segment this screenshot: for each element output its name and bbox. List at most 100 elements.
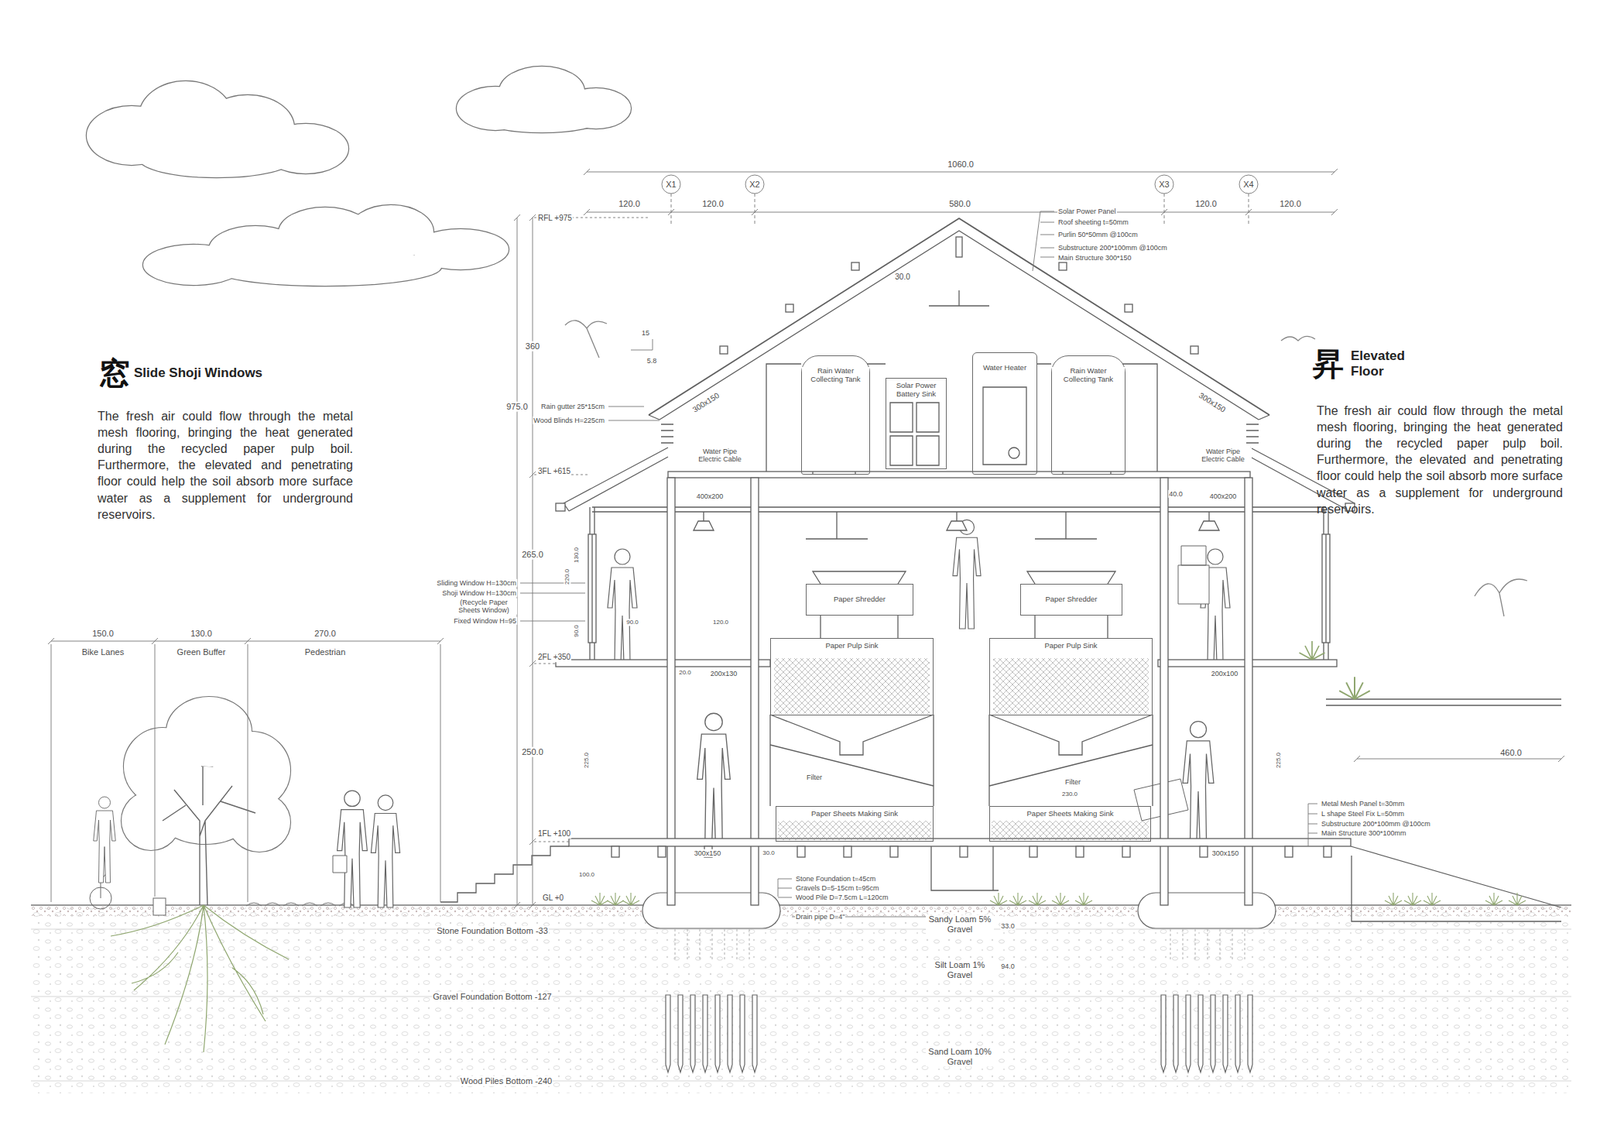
equipment-label: Solar Power Battery Sink [886, 381, 946, 399]
tree [110, 696, 291, 1052]
annotation-label: Sand Loam 10% Gravel [925, 1046, 994, 1066]
dimension-label: 300x150 [690, 390, 722, 415]
equipment-box: Paper Sheets Making Sink [989, 805, 1152, 842]
dimension-label: Main Structure 300*100mm [1320, 829, 1408, 837]
dimension-label: Wood Piles Bottom -240 [459, 1075, 553, 1087]
annotation-label: Water Pipe Electric Cable [691, 447, 749, 464]
dimension-label: GL +0 [541, 893, 565, 903]
dimension-label: 100.0 [578, 870, 596, 878]
dimension-label: 250.0 [520, 746, 545, 758]
dimension-label: Fixed Window H=95 [452, 616, 518, 625]
dimension-label: L shape Steel Fix L=50mm [1320, 809, 1405, 818]
dimension-label: 90.0 [625, 618, 640, 626]
equipment-box: Paper Sheets Making Sink [775, 805, 934, 842]
dimension-label: 5.8 [646, 356, 658, 365]
equipment-label: Paper Sheets Making Sink [809, 809, 900, 819]
dimension-label: Sliding Window H=130cm [435, 579, 518, 587]
dimension-lines [47, 168, 1565, 917]
people [89, 519, 1230, 909]
dimension-label: 90.0 [572, 623, 580, 638]
dimension-label: 200x100 [1210, 669, 1240, 678]
dimension-label: Substructure 200*100mm @100cm [1057, 243, 1169, 252]
dimension-label: 2FL +350 [537, 652, 572, 662]
dimension-label: X4 [1242, 179, 1254, 190]
kanji-mark: 窓 [98, 357, 131, 389]
dimension-label: Filter [805, 773, 823, 782]
dimension-label: Metal Mesh Panel t=30mm [1320, 799, 1405, 808]
plants [591, 640, 1526, 905]
equipment-box: Paper Shredder [1020, 583, 1123, 616]
dimension-label: 270.0 [313, 628, 337, 639]
dimension-label: Bike Lanes [81, 647, 125, 658]
annotation-label: Water Pipe Electric Cable [1194, 447, 1252, 464]
dimension-label: 130.0 [572, 546, 580, 564]
equipment-box: Rain Water Collecting Tank [801, 355, 871, 475]
dimension-label: 300x150 [693, 849, 723, 857]
dimension-label: 30.0 [894, 272, 911, 282]
equipment-label: Paper Shredder [832, 595, 888, 604]
dimension-label: 300x150 [1211, 849, 1241, 857]
section-heading: Slide Shoji Windows [133, 365, 264, 381]
dimension-label: 120.0 [712, 618, 730, 626]
dimension-label: 225.0 [582, 751, 590, 769]
equipment-label: Rain Water Collecting Tank [801, 366, 870, 384]
dimension-label: 120.0 [1278, 198, 1302, 209]
dimension-label: 130.0 [189, 628, 213, 639]
section-heading: Elevated Floor [1349, 348, 1417, 379]
equipment-box: Paper Pulp Sink [770, 637, 934, 716]
ground [30, 897, 1572, 1093]
dimension-label: Wood Blinds H=225cm [532, 416, 606, 425]
description-text: The fresh air could flow through the met… [1315, 402, 1564, 518]
foundations [642, 892, 1276, 1073]
equipment-box: Rain Water Collecting Tank [1051, 355, 1126, 475]
dimension-label: Stone Foundation t=45cm [794, 874, 877, 883]
dimension-label: 265.0 [520, 549, 545, 560]
dimension-label: RFL +975 [537, 213, 573, 223]
dimension-label: Wood Pile D=7.5cm L=120cm [794, 893, 889, 902]
dimension-label: Pedestrian [304, 647, 347, 658]
building [440, 218, 1562, 922]
dimension-label: Roof sheeting t=50mm [1057, 218, 1130, 227]
equipment-label: Paper Shredder [1043, 595, 1099, 604]
dimension-label: Filter [1064, 777, 1082, 786]
annotation-label: Sandy Loam 5% Gravel [925, 914, 994, 934]
birds [565, 320, 1528, 617]
dimension-label: Solar Power Panel [1057, 207, 1117, 216]
equipment-label: Paper Pulp Sink [1042, 641, 1099, 651]
dimension-label: 30.0 [761, 849, 776, 857]
dimension-label: 580.0 [948, 198, 972, 209]
dimension-label: 975.0 [505, 401, 529, 412]
dimension-label: 360 [524, 341, 541, 352]
equipment-label: Water Heater [981, 363, 1028, 373]
dimension-label: 225.0 [1274, 751, 1282, 769]
dimension-label: 1060.0 [946, 159, 975, 170]
annotation-label: (Recycle Paper Sheets Window) [450, 598, 518, 615]
dimension-label: 40.0 [1168, 489, 1184, 498]
dimension-label: Rain gutter 25*15cm [540, 402, 606, 411]
equipment-box: Water Heater [972, 352, 1038, 475]
dimension-label: 33.0 [1000, 921, 1016, 930]
dimension-label: Shoji Window H=130cm [441, 589, 518, 597]
description-text: The fresh air could flow through the met… [96, 407, 354, 523]
dimension-label: Drain pipe D=4" [794, 912, 846, 921]
dimension-label: 15 [640, 328, 651, 337]
annotation-label: Silt Loam 1% Gravel [925, 959, 994, 980]
dimension-label: X1 [664, 179, 677, 190]
equipment-box: Solar Power Battery Sink [885, 377, 947, 470]
dimension-label: Main Structure 300*150 [1057, 253, 1133, 262]
dimension-label: 3FL +615 [537, 466, 572, 477]
dimension-label: Substructure 200*100mm @100cm [1320, 819, 1432, 828]
clouds [86, 66, 631, 286]
dimension-label: 120.0 [1194, 198, 1218, 209]
dimension-label: 300x150 [1196, 390, 1228, 415]
dimension-label: Gravels D=5-15cm t=95cm [794, 883, 881, 892]
dimension-label: X3 [1158, 179, 1170, 190]
dimension-label: Stone Foundation Bottom -33 [435, 925, 549, 936]
dimension-label: 400x200 [1209, 492, 1238, 501]
equipment-label: Paper Sheets Making Sink [1025, 809, 1116, 819]
dimension-label: 400x200 [695, 492, 725, 501]
equipment-box: Paper Shredder [805, 583, 914, 616]
dimension-label: X2 [748, 179, 761, 190]
